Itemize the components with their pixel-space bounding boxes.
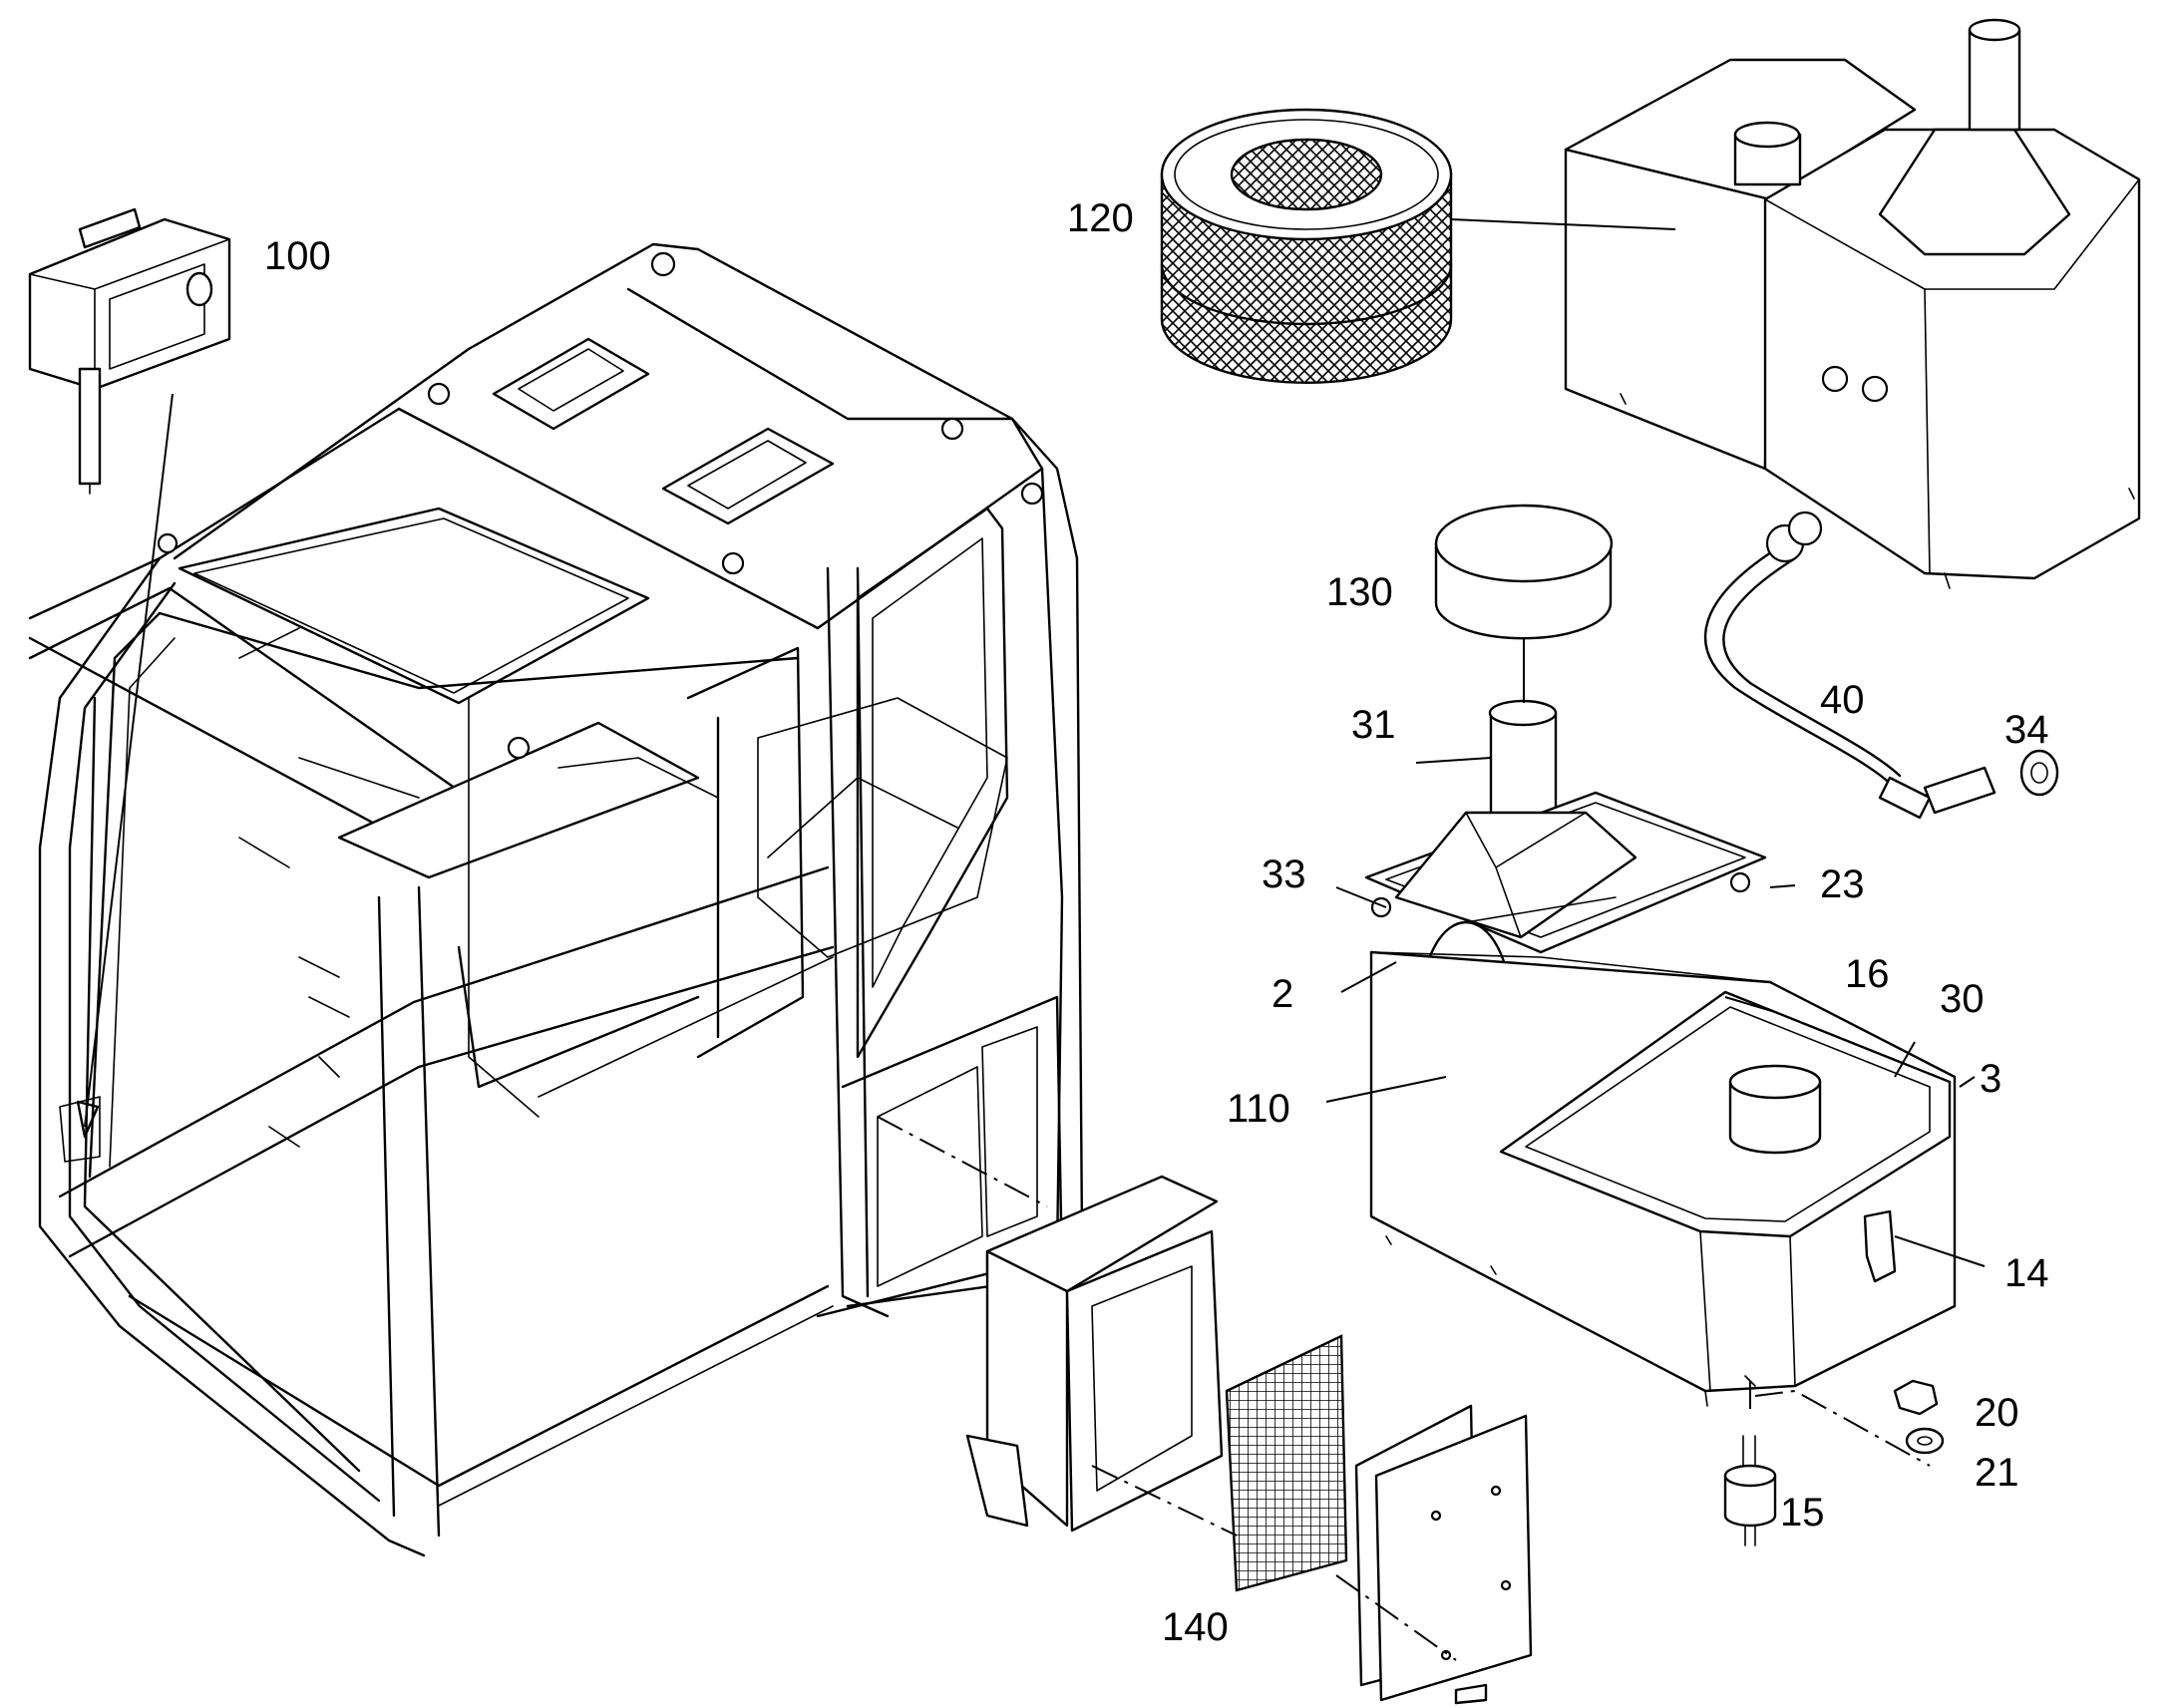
callout-23: 23 <box>1820 862 1865 906</box>
lower-housing-assembly <box>1364 791 1957 1407</box>
callout-labels: 100 120 130 31 40 34 33 23 2 16 30 3 110… <box>264 196 2049 1649</box>
callout-14: 14 <box>2004 1251 2049 1295</box>
callout-2: 2 <box>1272 972 1293 1016</box>
callout-33: 33 <box>1262 853 1306 896</box>
callout-130: 130 <box>1326 570 1393 614</box>
callout-3: 3 <box>1980 1057 2001 1101</box>
part-140-panel-filter <box>1225 1334 1533 1705</box>
part-120-cylindrical-filter <box>1160 108 1453 384</box>
part-20-nut <box>1893 1379 1939 1416</box>
callout-30: 30 <box>1940 977 1985 1021</box>
callout-20: 20 <box>1975 1391 2019 1435</box>
callout-120: 120 <box>1067 196 1134 240</box>
callout-40: 40 <box>1820 678 1865 722</box>
part-130-cap <box>1434 504 1614 640</box>
part-21-washer <box>1905 1427 1945 1455</box>
callout-16: 16 <box>1845 952 1890 996</box>
callout-15: 15 <box>1780 1491 1825 1535</box>
callout-110: 110 <box>1227 1087 1290 1131</box>
cab-frame <box>28 242 1084 1557</box>
part-15-rubber-mount <box>1723 1435 1777 1546</box>
fresh-air-box <box>965 1175 1224 1533</box>
callout-34: 34 <box>2004 708 2049 752</box>
callout-140: 140 <box>1162 1605 1229 1649</box>
callout-31: 31 <box>1351 703 1396 747</box>
callout-100: 100 <box>264 234 331 278</box>
leader-lines <box>1325 218 1986 1267</box>
assembly-lines <box>76 393 1931 1661</box>
part-31-inlet-tube <box>1488 699 1558 820</box>
part-34-washer <box>2019 749 2059 797</box>
roof-bolts <box>157 251 1044 760</box>
callout-21: 21 <box>1975 1451 2019 1495</box>
assembled-filter-unit <box>1564 18 2141 589</box>
part-100-control-unit <box>28 207 231 495</box>
part-40-hose <box>1703 511 1997 820</box>
